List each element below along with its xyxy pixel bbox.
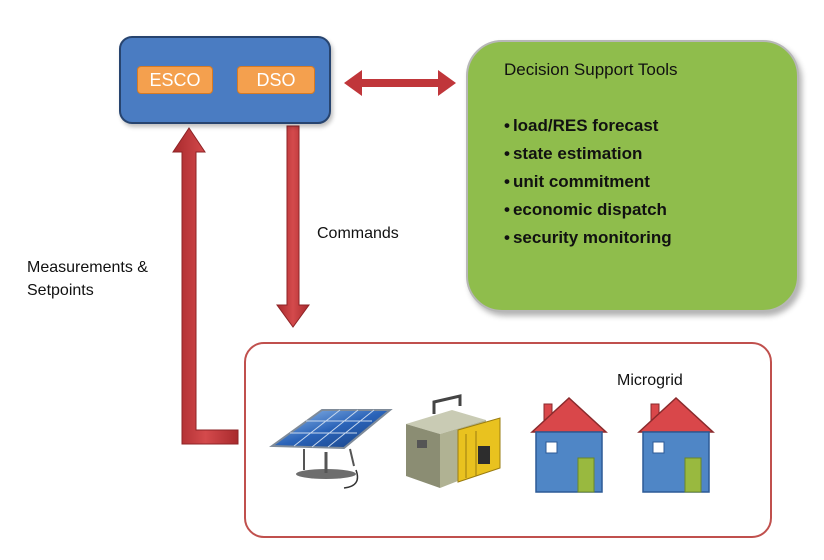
measurements-label: Measurements & Setpoints xyxy=(27,256,148,302)
decision-support-box: Decision Support Tools load/RES forecast… xyxy=(466,40,799,312)
control-center-box: ESCO DSO xyxy=(119,36,331,124)
list-item: load/RES forecast xyxy=(504,112,672,140)
measurements-label-line1: Measurements & xyxy=(27,259,148,276)
house-icon xyxy=(530,396,608,493)
decision-support-title: Decision Support Tools xyxy=(504,60,678,79)
measurements-label-line2: Setpoints xyxy=(27,282,94,299)
list-item: unit commitment xyxy=(504,168,672,196)
bidirectional-arrow xyxy=(344,70,456,96)
list-item: state estimation xyxy=(504,140,672,168)
house-icon xyxy=(637,396,715,493)
measurements-arrow xyxy=(172,127,239,445)
dso-badge: DSO xyxy=(237,66,315,94)
commands-arrow xyxy=(276,125,310,328)
list-item: security monitoring xyxy=(504,224,672,252)
microgrid-label: Microgrid xyxy=(617,372,683,389)
commands-label: Commands xyxy=(317,225,399,242)
decision-support-list: load/RES forecast state estimation unit … xyxy=(504,112,672,252)
generator-icon xyxy=(406,394,501,488)
solar-panel-icon xyxy=(269,409,393,489)
list-item: economic dispatch xyxy=(504,196,672,224)
esco-badge: ESCO xyxy=(137,66,213,94)
